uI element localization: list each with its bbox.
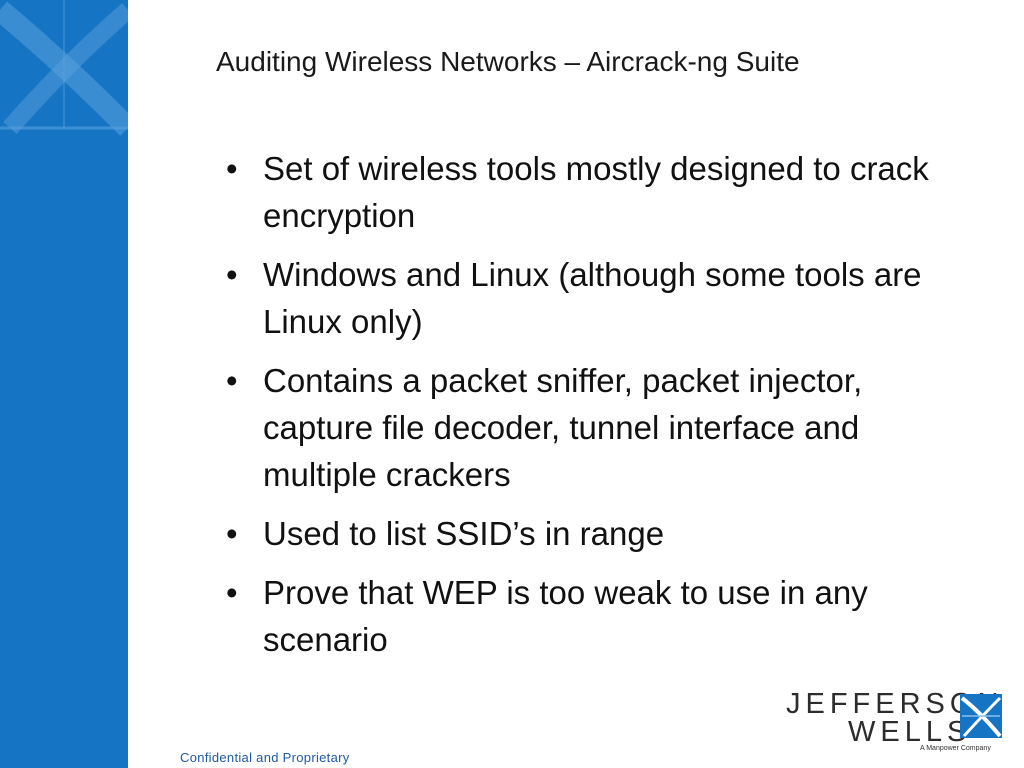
bullet-item: • Set of wireless tools mostly designed … — [224, 145, 944, 239]
bullet-dot-icon: • — [226, 150, 238, 187]
bullet-text: Prove that WEP is too weak to use in any… — [263, 574, 868, 658]
bullet-list: • Set of wireless tools mostly designed … — [224, 145, 944, 675]
bullet-item: • Prove that WEP is too weak to use in a… — [224, 569, 944, 663]
compass-star-icon — [0, 0, 128, 136]
bullet-dot-icon: • — [226, 362, 238, 399]
bullet-text: Windows and Linux (although some tools a… — [263, 256, 922, 340]
bullet-text: Contains a packet sniffer, packet inject… — [263, 362, 863, 493]
logo-mark-icon — [960, 694, 1002, 738]
jefferson-wells-logo: JEFFERSON WELLS A Manpower Company — [780, 688, 1012, 756]
bullet-item: • Windows and Linux (although some tools… — [224, 251, 944, 345]
bullet-dot-icon: • — [226, 515, 238, 552]
footer-confidential: Confidential and Proprietary — [180, 750, 350, 765]
bullet-dot-icon: • — [226, 256, 238, 293]
bullet-item: • Used to list SSID’s in range — [224, 510, 944, 557]
slide-title: Auditing Wireless Networks – Aircrack-ng… — [216, 46, 800, 77]
bullet-text: Used to list SSID’s in range — [263, 515, 665, 552]
bullet-item: • Contains a packet sniffer, packet inje… — [224, 357, 944, 498]
bullet-dot-icon: • — [226, 574, 238, 611]
side-band-decoration — [0, 0, 128, 768]
logo-tagline: A Manpower Company — [920, 745, 991, 752]
logo-line-2: WELLS — [848, 716, 972, 748]
bullet-text: Set of wireless tools mostly designed to… — [263, 150, 929, 234]
